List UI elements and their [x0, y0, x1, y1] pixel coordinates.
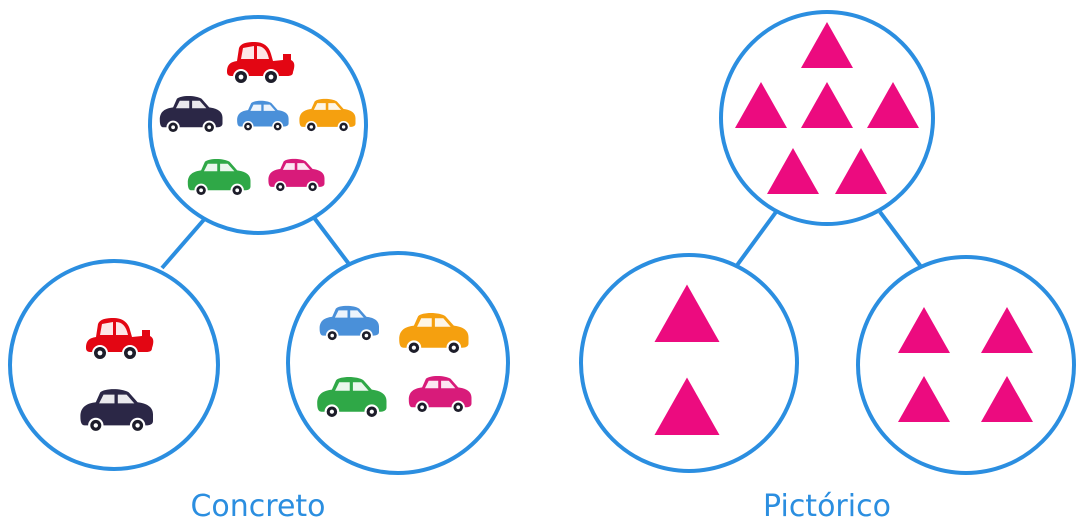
concrete-label: Concreto — [190, 489, 325, 524]
connector-whole-to-left — [160, 213, 210, 270]
concrete-diagram: Concreto — [8, 15, 510, 524]
part-left-circle — [579, 253, 799, 473]
part-right-circle — [856, 255, 1076, 475]
connector-whole-to-left — [733, 210, 778, 270]
part-right-circle — [286, 251, 510, 475]
connector-whole-to-right — [878, 210, 924, 270]
pictorial-diagram: Pictórico — [579, 10, 1076, 524]
part-left-circle — [8, 259, 220, 471]
pictorial-label: Pictórico — [763, 489, 891, 524]
connector-whole-to-right — [310, 213, 354, 270]
